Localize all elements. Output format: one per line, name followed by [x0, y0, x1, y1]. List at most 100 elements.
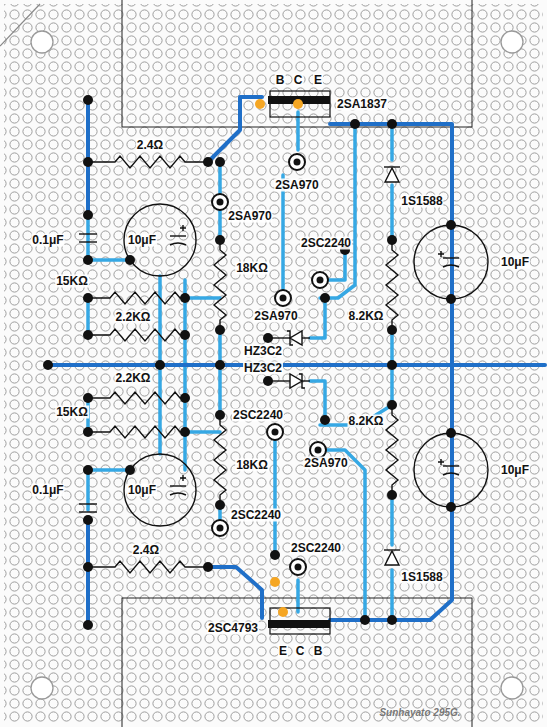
wire	[296, 580, 300, 612]
part-label: 18KΩ	[235, 459, 269, 472]
pad-marker	[293, 99, 303, 109]
transistor-pad	[295, 564, 302, 571]
transistor-pad	[312, 272, 328, 288]
transistor-pad	[212, 194, 228, 210]
solder-point	[83, 210, 93, 220]
solder-point	[215, 500, 225, 510]
solder-point	[320, 415, 330, 425]
resistor-symbol	[88, 426, 185, 438]
solder-point	[180, 427, 190, 437]
polarity-mark	[438, 251, 444, 257]
solder-point	[83, 562, 93, 572]
transistor-pad	[275, 290, 291, 306]
capacitor-plate	[443, 473, 459, 475]
capacitor-plate	[443, 257, 459, 258]
transistor-pad	[267, 424, 283, 440]
wire	[185, 296, 220, 300]
part-label: 2SA970	[274, 179, 319, 192]
part-label: HZ3C2	[243, 362, 283, 375]
resistor-symbol	[88, 561, 208, 573]
polarity-mark	[438, 459, 444, 465]
capacitor-plate	[170, 235, 186, 236]
solder-point	[180, 393, 190, 403]
capacitor-plate	[79, 503, 97, 504]
solder-point	[83, 255, 93, 265]
capacitor-plate	[443, 265, 459, 267]
solder-point	[446, 220, 456, 230]
part-label: 10μF	[500, 256, 530, 269]
transistor-pad	[217, 199, 224, 206]
ground-trace	[48, 363, 545, 367]
transistor-pad	[289, 154, 305, 170]
solder-point	[263, 333, 273, 343]
pin-label: C	[295, 645, 306, 658]
solder-point	[387, 400, 397, 410]
part-label: 15KΩ	[55, 406, 89, 419]
pin-label: C	[293, 74, 304, 87]
part-label: 18KΩ	[235, 262, 269, 275]
resistor-symbol	[214, 240, 226, 330]
part-label: 2SC2240	[230, 509, 282, 522]
solder-point	[387, 235, 397, 245]
solder-point	[446, 502, 456, 512]
solder-point	[83, 330, 93, 340]
part-label: 2.4Ω	[132, 544, 160, 557]
wire	[390, 330, 394, 365]
part-number: 2SA1837	[336, 98, 388, 111]
wire	[318, 450, 365, 620]
capacitor-outline	[414, 225, 488, 299]
pin-label: B	[275, 74, 286, 87]
wire	[86, 298, 90, 335]
diode-symbol	[385, 551, 399, 565]
wire	[185, 430, 220, 434]
heatsink-outline	[122, 598, 472, 727]
wire	[310, 298, 325, 338]
solder-point	[320, 293, 330, 303]
solder-point	[83, 515, 93, 525]
pad-marker	[255, 99, 265, 109]
trace	[330, 124, 452, 620]
wire	[296, 112, 300, 150]
transistor-pad	[315, 447, 322, 454]
capacitor-plate	[170, 493, 186, 495]
capacitor-plate	[443, 465, 459, 466]
solder-point	[125, 255, 135, 265]
part-label: 8.2KΩ	[348, 310, 385, 323]
wire	[390, 365, 394, 405]
wire	[390, 124, 394, 160]
wire	[390, 570, 394, 620]
solder-point	[125, 465, 135, 475]
heatsink-outline	[122, 0, 472, 127]
wire	[310, 381, 325, 420]
zener-symbol	[290, 331, 302, 345]
wire	[390, 185, 394, 240]
solder-point	[215, 360, 225, 370]
transistor-tab	[268, 620, 330, 628]
polarity-mark	[180, 475, 186, 481]
part-label: 10μF	[127, 234, 157, 247]
mount-hole	[31, 31, 53, 53]
transistor-pad	[217, 525, 224, 532]
part-label: 0.1μF	[31, 484, 64, 497]
part-label: HZ3C2	[243, 345, 283, 358]
solder-point	[387, 615, 397, 625]
polarity-mark	[180, 225, 186, 231]
wire	[218, 330, 222, 365]
wire	[218, 365, 222, 415]
transistor-pad	[294, 159, 301, 166]
solder-point	[263, 376, 273, 386]
resistor-symbol	[88, 156, 208, 168]
solder-point	[350, 119, 360, 129]
resistor-symbol	[88, 392, 185, 404]
solder-point	[43, 360, 53, 370]
wire	[390, 495, 394, 545]
solder-point	[180, 330, 190, 340]
trace	[86, 520, 90, 625]
part-label: 1S1588	[400, 195, 443, 208]
capacitor-plate	[79, 511, 97, 512]
transistor-pad	[280, 295, 287, 302]
solder-point	[360, 615, 370, 625]
part-label: 10μF	[500, 464, 530, 477]
